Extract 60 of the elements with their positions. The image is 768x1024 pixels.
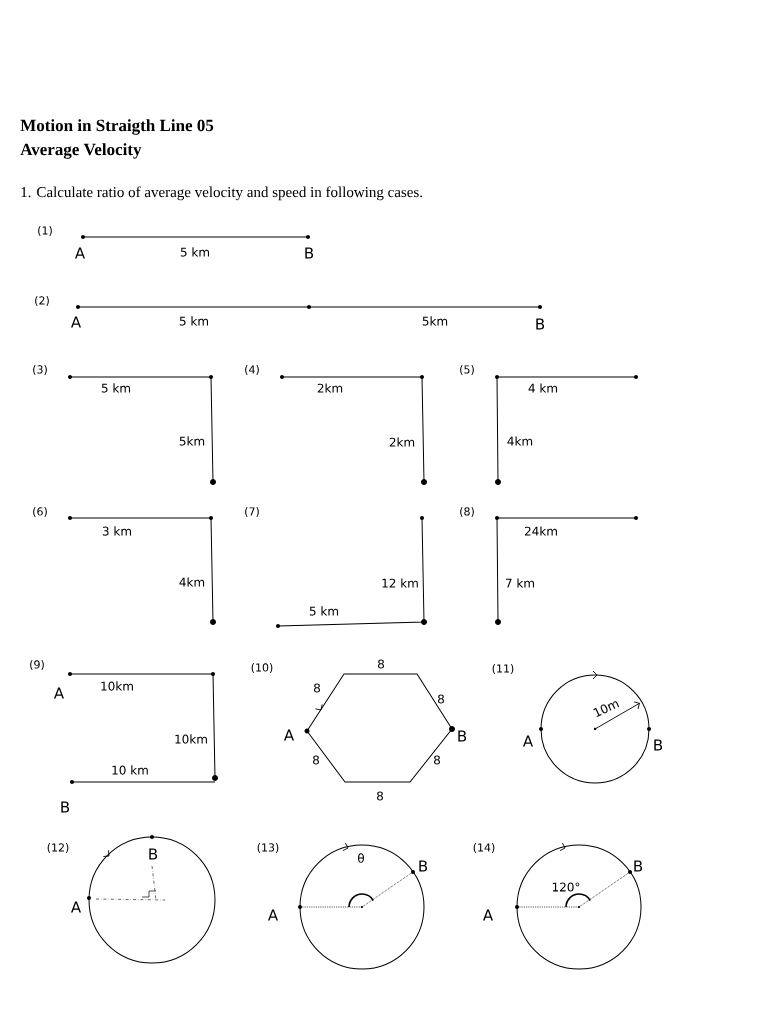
case-number: (5) xyxy=(460,365,474,375)
case-number: (7) xyxy=(245,507,259,517)
case-number: (10) xyxy=(251,663,273,673)
distance-label: 8 xyxy=(314,683,320,693)
case-number: (13) xyxy=(257,843,279,853)
point-label: B xyxy=(634,860,643,872)
point-label: A xyxy=(523,735,533,747)
point-label: B xyxy=(536,318,545,330)
distance-label: 4 km xyxy=(528,383,557,393)
distance-label: 10km xyxy=(175,734,207,744)
point-label: B xyxy=(458,730,467,742)
point-label: A xyxy=(284,729,294,741)
case-number: (6) xyxy=(33,507,47,517)
distance-label: 8 xyxy=(434,755,440,765)
point-label: B xyxy=(305,247,314,259)
distance-label: 12 km xyxy=(382,578,418,588)
distance-label: 5km xyxy=(422,316,448,326)
distance-label: 10m xyxy=(593,701,620,718)
distance-label: 8 xyxy=(438,694,444,704)
case-number: (14) xyxy=(473,843,495,853)
point-label: A xyxy=(75,247,85,259)
case-number: (4) xyxy=(245,365,259,375)
question-text: 1. Calculate ratio of average velocity and speed in following cases. xyxy=(21,186,423,201)
distance-label: 4km xyxy=(179,577,205,587)
distance-label: 24km xyxy=(524,526,557,536)
distance-label: 5 km xyxy=(101,383,130,393)
distance-label: 10km xyxy=(101,681,133,691)
point-label: A xyxy=(268,909,278,921)
distance-label: 4km xyxy=(507,436,533,446)
angle-label: θ xyxy=(358,853,364,863)
distance-label: 10 km xyxy=(112,765,148,775)
distance-label: 7 km xyxy=(505,578,534,588)
point-label: B xyxy=(654,739,663,751)
case-number: (3) xyxy=(33,365,47,375)
point-label: B xyxy=(149,848,158,860)
distance-label: 8 xyxy=(377,791,383,801)
distance-label: 8 xyxy=(378,659,384,669)
case-number: (2) xyxy=(35,296,49,306)
title: Motion in Straigth Line 05 xyxy=(20,119,214,135)
point-label: B xyxy=(419,860,428,872)
point-label: A xyxy=(54,687,64,699)
distance-label: 3 km xyxy=(102,526,131,536)
angle-label: 120° xyxy=(552,882,580,892)
point-label: A xyxy=(71,901,81,913)
distance-label: 5km xyxy=(179,436,205,446)
point-label: A xyxy=(71,316,81,328)
point-label: A xyxy=(483,909,493,921)
case-number: (11) xyxy=(492,664,514,674)
point-label: B xyxy=(61,801,70,813)
case-number: (12) xyxy=(47,843,69,853)
case-number: (1) xyxy=(38,226,52,236)
distance-label: 5 km xyxy=(179,316,208,326)
case-number: (8) xyxy=(460,507,474,517)
distance-label: 2km xyxy=(389,437,415,447)
case-number: (9) xyxy=(30,660,44,670)
distance-label: 5 km xyxy=(309,606,338,616)
distance-label: 5 km xyxy=(180,247,209,257)
distance-label: 2km xyxy=(317,383,343,393)
subtitle: Average Velocity xyxy=(20,143,142,159)
distance-label: 8 xyxy=(313,755,319,765)
